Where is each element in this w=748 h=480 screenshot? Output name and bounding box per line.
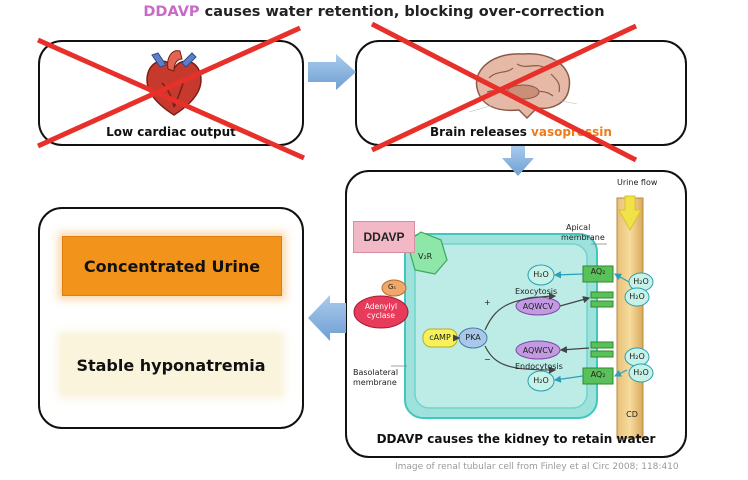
heart-icon (146, 50, 202, 116)
gs-label: Gₛ (388, 283, 397, 291)
cross-cardiac-b (36, 25, 302, 149)
collecting-duct (616, 197, 644, 439)
pka-label: PKA (465, 333, 481, 342)
plus-sign: + (484, 298, 491, 307)
adenylyl-shape (353, 295, 409, 329)
v2r-shape (406, 231, 448, 275)
h2o-label-4: H₂O (629, 292, 645, 301)
basolateral-label-2: membrane (353, 378, 397, 387)
h2o-label-6: H₂O (633, 368, 649, 377)
title-highlight: DDAVP (143, 4, 200, 20)
ddavp-tag: DDAVP (353, 221, 415, 253)
h2o-label-2: H₂O (533, 376, 549, 385)
page-title: DDAVP causes water retention, blocking o… (0, 4, 748, 20)
adenylyl-label-2: cyclase (367, 311, 395, 320)
v2r-label: V₂R (418, 252, 433, 261)
urine-flow-label: Urine flow (617, 178, 658, 187)
title-rest: causes water retention, blocking over-co… (199, 4, 605, 20)
arrow-right (308, 54, 356, 90)
apical-label-1: Apical (566, 223, 591, 232)
cross-brain-b (370, 23, 638, 153)
concentrated-urine-label: Concentrated Urine (62, 236, 282, 296)
kidney-label: DDAVP causes the kidney to retain water (376, 432, 656, 446)
h2o-label-1: H₂O (533, 270, 549, 279)
cell-inner (414, 243, 588, 409)
h2o-label-5: H₂O (629, 352, 645, 361)
brain-label-prefix: Brain releases (430, 125, 532, 139)
basolateral-label-1: Basolateral (353, 368, 399, 377)
cardiac-output-label: Low cardiac output (106, 125, 236, 139)
gs-shape (381, 279, 407, 297)
aqwcv-top-label: AQWCV (522, 302, 554, 311)
urine-flow-arrow (618, 195, 642, 232)
arrow-down (502, 146, 534, 176)
cross-brain-a (370, 21, 638, 163)
aq2-bottom-label: AQ₂ (590, 370, 606, 379)
endocytosis-label: Endocytosis (515, 362, 563, 371)
brain-box: Brain releases vasopressin (355, 40, 687, 146)
exocytosis-label: Exocytosis (515, 287, 558, 296)
camp-label: cAMP (429, 333, 451, 342)
apical-label-2: membrane (561, 233, 605, 242)
cross-cardiac-a (36, 37, 306, 161)
stable-hyponatremia-label: Stable hyponatremia (62, 336, 280, 394)
h2o-label-3: H₂O (633, 277, 649, 286)
minus-sign: − (484, 355, 491, 364)
adenylyl-label-1: Adenylyl (364, 302, 398, 311)
aqwcv-bottom-label: AQWCV (522, 346, 554, 355)
arrow-left (308, 295, 346, 341)
renal-cell-diagram (353, 195, 654, 439)
image-caption: Image of renal tubular cell from Finley … (395, 462, 679, 472)
aq2-top-label: AQ₂ (590, 267, 606, 276)
cd-label: CD (626, 410, 638, 419)
